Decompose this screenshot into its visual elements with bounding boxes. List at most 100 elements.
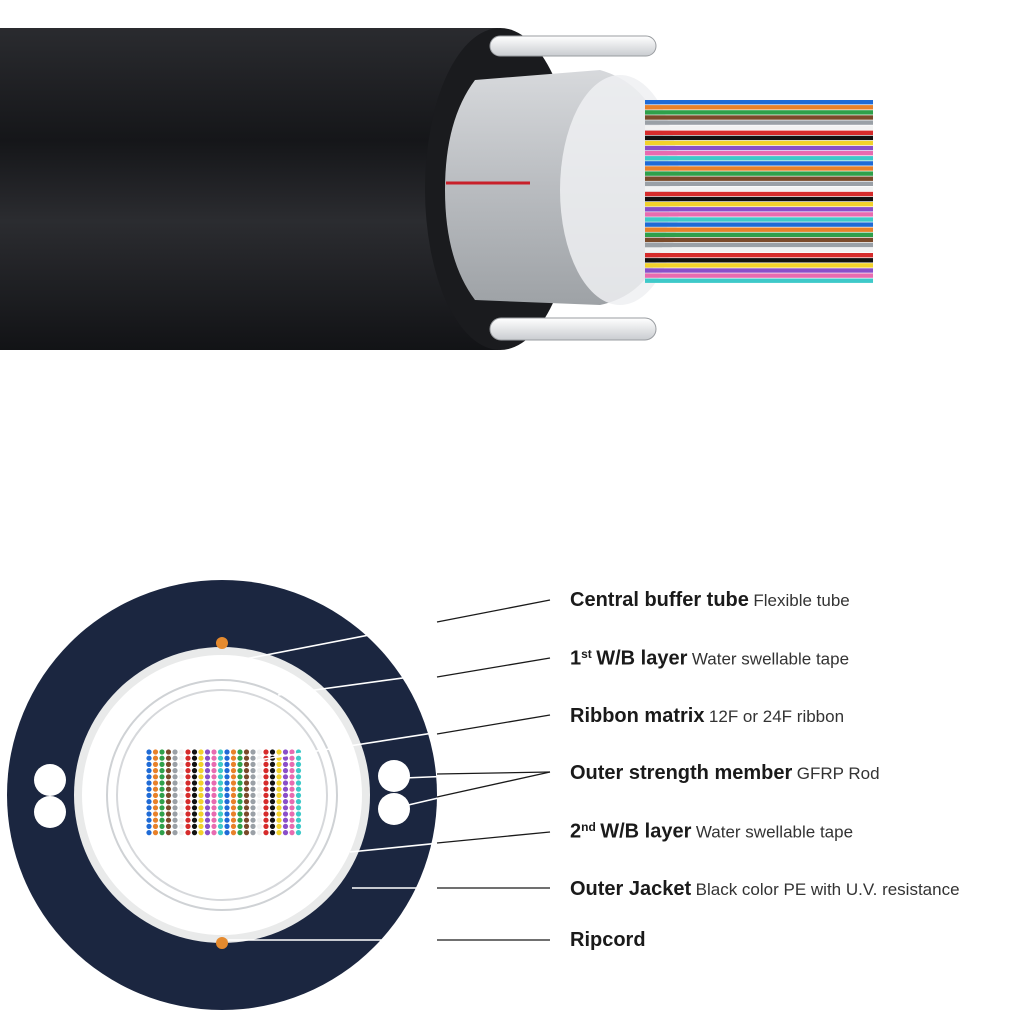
fiber-ribbon-3d <box>645 232 873 237</box>
fiber-dot <box>185 823 191 830</box>
fiber-dot <box>159 805 165 811</box>
fiber-dot <box>269 830 276 836</box>
fiber-dot <box>165 817 172 823</box>
fiber-ribbon-3d <box>645 196 873 202</box>
fiber-dot <box>152 823 159 830</box>
fiber-dot <box>217 830 224 836</box>
fiber-dot <box>172 749 178 755</box>
label-outer-strength-member: Outer strength member GFRP Rod <box>570 763 880 783</box>
fiber-dot <box>152 817 159 823</box>
fiber-dot <box>146 780 152 786</box>
fiber-dot <box>172 786 178 792</box>
fiber-dot <box>204 755 211 761</box>
fiber-dot <box>146 811 152 817</box>
fiber-ribbon-3d <box>645 247 873 253</box>
fiber-dot <box>276 830 282 836</box>
fiber-dot <box>256 799 263 805</box>
fiber-dot <box>224 749 230 755</box>
fiber-dot <box>204 805 211 811</box>
fiber-ribbon-3d <box>645 263 873 268</box>
ribbon-matrix-grid <box>146 749 302 836</box>
label-second-wb-layer: 2nd W/B layer Water swellable tape <box>570 821 853 841</box>
fiber-dot <box>185 761 191 768</box>
fiber-dot <box>191 761 198 768</box>
fiber-dot <box>172 774 178 780</box>
fiber-ribbon-3d <box>645 207 873 212</box>
fiber-dot <box>282 780 289 786</box>
fiber-dot <box>211 749 217 755</box>
ripcord-top <box>216 637 228 649</box>
fiber-ribbon-3d <box>645 156 873 161</box>
fiber-dot <box>276 786 282 792</box>
fiber-dot <box>243 799 250 805</box>
fiber-dot <box>198 823 204 830</box>
fiber-dot <box>211 817 217 823</box>
fiber-dot <box>237 811 243 817</box>
label-desc: GFRP Rod <box>796 764 880 783</box>
fiber-dot <box>289 817 295 823</box>
fiber-ribbon-3d <box>645 217 873 222</box>
fiber-dot <box>211 774 217 780</box>
fiber-dot <box>165 823 172 830</box>
fiber-dot <box>243 805 250 811</box>
fiber-dot <box>256 811 263 817</box>
fiber-dot <box>211 780 217 786</box>
fiber-dot <box>295 761 302 768</box>
fiber-ribbon-3d <box>645 176 873 181</box>
fiber-dot <box>146 823 152 830</box>
fiber-dot <box>263 817 269 823</box>
fiber-dot <box>172 817 178 823</box>
fiber-dot <box>250 799 256 805</box>
fiber-dot <box>250 768 256 774</box>
fiber-dot <box>198 792 204 799</box>
fiber-dot <box>152 830 159 836</box>
fiber-dot <box>146 792 152 799</box>
fiber-dot <box>152 799 159 805</box>
fiber-dot <box>191 792 198 799</box>
fiber-dot <box>146 749 152 755</box>
fiber-dot <box>152 761 159 768</box>
fiber-dot <box>217 805 224 811</box>
fiber-dot <box>217 774 224 780</box>
fiber-dot <box>256 830 263 836</box>
fiber-dot <box>276 811 282 817</box>
fiber-dot <box>211 811 217 817</box>
fiber-ribbon-3d <box>645 171 873 176</box>
fiber-dot <box>237 799 243 805</box>
fiber-dot <box>198 817 204 823</box>
fiber-dot <box>211 761 217 768</box>
fiber-dot <box>198 761 204 768</box>
fiber-dot <box>217 761 224 768</box>
fiber-dot <box>243 768 250 774</box>
fiber-dot <box>178 792 185 799</box>
fiber-dot <box>289 780 295 786</box>
fiber-dot <box>256 761 263 768</box>
fiber-dot <box>191 830 198 836</box>
leader-central-buffer-tube-b <box>436 599 551 623</box>
label-outer-jacket: Outer Jacket Black color PE with U.V. re… <box>570 879 960 899</box>
fiber-dot <box>256 786 263 792</box>
fiber-dot <box>243 823 250 830</box>
outer-jacket-3d <box>0 28 500 350</box>
fiber-dot <box>165 830 172 836</box>
fiber-dot <box>159 780 165 786</box>
fiber-dot <box>295 792 302 799</box>
fiber-dot <box>237 768 243 774</box>
fiber-dot <box>146 755 152 761</box>
fiber-dot <box>282 805 289 811</box>
fiber-dot <box>172 799 178 805</box>
fiber-dot <box>295 774 302 780</box>
fiber-dot <box>263 823 269 830</box>
fiber-dot <box>152 780 159 786</box>
fiber-dot <box>237 823 243 830</box>
strength-rod-right-top <box>378 760 410 792</box>
fiber-dot <box>250 780 256 786</box>
fiber-dot <box>204 749 211 755</box>
fiber-dot <box>237 761 243 768</box>
fiber-dot <box>185 811 191 817</box>
fiber-dot <box>198 755 204 761</box>
fiber-dot <box>191 823 198 830</box>
fiber-dot <box>250 830 256 836</box>
fiber-dot <box>185 786 191 792</box>
fiber-dot <box>230 817 237 823</box>
